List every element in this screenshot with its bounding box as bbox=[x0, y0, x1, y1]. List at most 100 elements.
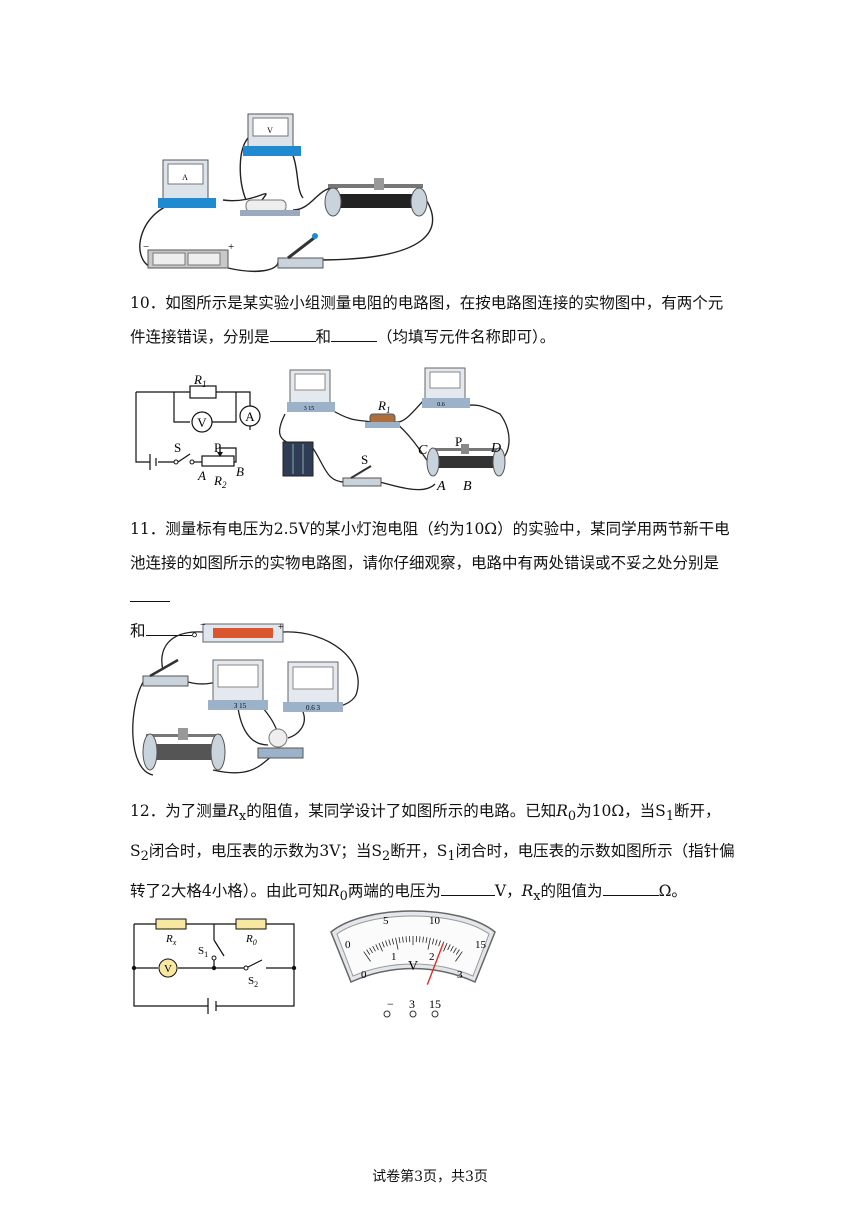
s2-subscript: 2 bbox=[382, 849, 391, 865]
dial-tick bbox=[391, 938, 395, 945]
q10-apparatus-figure: 3 15 0.6 R1 S C P D A B bbox=[278, 367, 510, 494]
rx-subscript: x bbox=[238, 809, 247, 825]
dial-tick bbox=[422, 936, 424, 943]
dial-tick bbox=[447, 944, 451, 951]
dial-top-tick-5: 5 bbox=[383, 915, 389, 927]
question-text: 和 bbox=[315, 328, 332, 346]
r1-label: R1 bbox=[193, 372, 206, 389]
answer-blank[interactable] bbox=[145, 617, 192, 636]
answer-blank[interactable] bbox=[269, 323, 316, 342]
question-12: 12．为了测量Rx的阻值，某同学设计了如图所示的电路。已知R0为10Ω，当S1断… bbox=[130, 794, 735, 914]
r2-label: R2 bbox=[213, 473, 227, 490]
dial-tick bbox=[366, 949, 371, 955]
dial-tick bbox=[427, 937, 431, 950]
dial-needle bbox=[426, 943, 444, 985]
dial-tick bbox=[455, 951, 463, 962]
rx-label: Rx bbox=[165, 933, 177, 947]
ammeter-symbol-label: A bbox=[245, 409, 255, 424]
question-text: 和 bbox=[130, 622, 146, 640]
question-text: 为10Ω，当S bbox=[576, 802, 666, 820]
rx-subscript: x bbox=[533, 889, 541, 905]
dial-tick bbox=[453, 947, 457, 954]
dial-tick bbox=[455, 949, 460, 955]
dial-tick bbox=[369, 947, 373, 954]
rx-symbol: R bbox=[521, 882, 534, 901]
dial-tick bbox=[363, 951, 371, 962]
dial-tick bbox=[378, 942, 383, 952]
answer-blank[interactable] bbox=[130, 583, 170, 602]
dial-tick bbox=[395, 937, 399, 950]
question-text: 为了测量 bbox=[165, 802, 228, 820]
dial-bottom-tick-3: 3 bbox=[457, 969, 463, 981]
r0-label: R0 bbox=[245, 933, 257, 947]
question-number: 10． bbox=[130, 294, 166, 312]
dial-tick bbox=[402, 936, 404, 943]
dial-top-tick-15: 15 bbox=[475, 939, 487, 951]
dial-tick bbox=[375, 944, 379, 951]
dial-tick bbox=[372, 945, 376, 952]
voltmeter-symbol-label: V bbox=[197, 415, 207, 430]
q11-apparatus-figure: − + 3 15 0.6 3 bbox=[132, 620, 359, 776]
dial-tick bbox=[381, 941, 385, 948]
question-text: 闭合时，电压表的示数为3V；当S bbox=[148, 842, 383, 861]
ammeter-scale: 0.6 3 bbox=[306, 704, 321, 712]
question-text: 如图所示是某实验小组测量电阻的电路图，在按电路图连接的实物图中，有两个元件连接错… bbox=[130, 294, 724, 346]
dial-tick bbox=[443, 942, 448, 952]
dial-unit-label: V bbox=[408, 959, 418, 974]
question-text: 断开，S bbox=[130, 802, 721, 861]
rx-symbol: R bbox=[227, 802, 239, 820]
question-text: 的阻值为 bbox=[540, 882, 603, 901]
terminal-c-label: C bbox=[418, 443, 428, 458]
dial-tick bbox=[385, 940, 388, 947]
question-text: 测量标有电压为2.5V的某小灯泡电阻（约为10Ω）的实验中，某同学用两节新干电池… bbox=[130, 520, 730, 572]
dial-top-scale: 0 5 10 15 bbox=[345, 915, 487, 951]
terminal-b-label: B bbox=[463, 479, 472, 494]
r0-symbol: R bbox=[556, 802, 568, 820]
q12-circuit-figure: V Rx R0 S1 S2 bbox=[131, 918, 297, 1014]
svg-text:A: A bbox=[182, 173, 188, 182]
end-b-label: B bbox=[236, 464, 244, 479]
battery-plus: + bbox=[278, 622, 284, 633]
s2-subscript: 2 bbox=[140, 849, 149, 865]
top-circuit-figure: A V − + bbox=[139, 113, 434, 272]
voltmeter-scale: 3 15 bbox=[234, 702, 247, 710]
voltmeter-symbol-label: V bbox=[164, 963, 172, 975]
terminal-15: 15 bbox=[429, 997, 441, 1011]
s1-subscript: 1 bbox=[665, 809, 675, 825]
question-11: 11．测量标有电压为2.5V的某小灯泡电阻（约为10Ω）的实验中，某同学用两节新… bbox=[130, 512, 735, 648]
dial-bottom-scale: 0 1 2 3 bbox=[361, 951, 463, 981]
terminal-minus: − bbox=[387, 997, 394, 1011]
question-10: 10．如图所示是某实验小组测量电阻的电路图，在按电路图连接的实物图中，有两个元件… bbox=[130, 286, 735, 354]
dial-terminals: − 3 15 bbox=[383, 997, 441, 1018]
question-text: Ω。 bbox=[658, 882, 687, 901]
svg-text:+: + bbox=[228, 241, 234, 253]
dial-tick bbox=[431, 938, 435, 945]
question-text: 的阻值，某同学设计了如图所示的电路。已知 bbox=[246, 802, 557, 820]
q12-voltmeter-dial: 0 5 10 15 0 1 2 3 V − 3 15 bbox=[330, 910, 496, 1018]
r1-label: R1 bbox=[377, 398, 390, 415]
answer-blank[interactable] bbox=[602, 877, 659, 897]
dial-tick bbox=[450, 945, 454, 952]
r0-symbol: R bbox=[327, 882, 340, 901]
dial-tick bbox=[438, 940, 441, 947]
voltmeter-scale: 3 15 bbox=[304, 406, 315, 412]
page-footer: 试卷第3页，共3页 bbox=[372, 1169, 488, 1185]
slider-label: P bbox=[214, 440, 221, 455]
answer-blank[interactable] bbox=[331, 323, 378, 342]
terminal-a-label: A bbox=[436, 479, 446, 494]
r0-subscript: 0 bbox=[339, 889, 348, 905]
ammeter-scale: 0.6 bbox=[437, 402, 445, 408]
switch-label: S bbox=[174, 440, 181, 455]
dial-top-tick-0: 0 bbox=[345, 939, 351, 951]
terminal-3: 3 bbox=[409, 997, 415, 1011]
question-text: 两端的电压为 bbox=[347, 882, 441, 901]
dial-bottom-tick-2: 2 bbox=[429, 951, 435, 963]
svg-text:V: V bbox=[267, 126, 273, 135]
question-number: 12． bbox=[130, 802, 166, 820]
terminal-d-label: D bbox=[490, 441, 501, 456]
r0-subscript: 0 bbox=[567, 809, 577, 825]
slider-p-label: P bbox=[455, 434, 462, 449]
question-text: V， bbox=[494, 882, 522, 901]
question-text: 断开，S bbox=[390, 842, 448, 861]
answer-blank[interactable] bbox=[440, 877, 495, 897]
